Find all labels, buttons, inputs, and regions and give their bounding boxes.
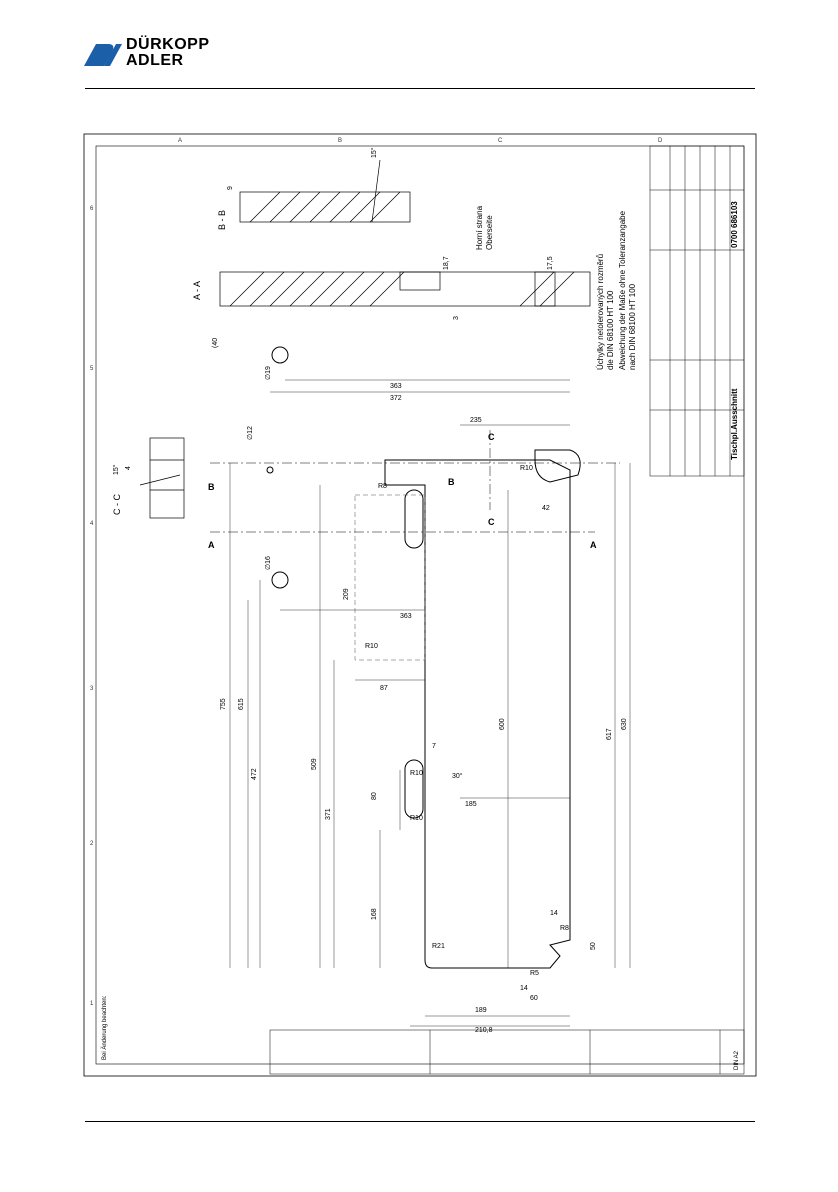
dim-509: 509 <box>311 758 318 770</box>
dim-50: 50 <box>590 942 597 950</box>
dim-371: 371 <box>325 808 332 820</box>
dim-615: 615 <box>238 698 245 710</box>
grid-col-5: 5 <box>90 366 94 372</box>
change-note: Bei Änderung beachten: <box>101 995 108 1060</box>
mark-a-top: A <box>208 540 215 550</box>
dim-14a: 14 <box>520 985 528 992</box>
section-bb-label: B - B <box>217 210 227 230</box>
section-aa-label: A - A <box>192 281 202 300</box>
dim-755: 755 <box>220 698 227 710</box>
drawing-frame-outer <box>83 133 757 1077</box>
dim-17-5: 17,5 <box>547 256 554 270</box>
dim-617: 617 <box>606 728 613 740</box>
part-number: 0700 686103 <box>730 201 739 248</box>
dim-19: ∅19 <box>265 366 272 380</box>
technical-drawing: 6 5 4 3 2 1 A B C D Tischpl.Ausschnitt 0… <box>83 133 757 1077</box>
brand-wordmark: DÜRKOPP ADLER <box>126 37 210 69</box>
section-cc <box>139 437 185 519</box>
radius-r10d: R10 <box>365 643 378 650</box>
dim-15deg-cc: 15° <box>112 464 120 475</box>
dim-363b: 363 <box>400 613 412 620</box>
header-rule <box>85 88 755 89</box>
dim-87: 87 <box>380 685 388 692</box>
dim-209: 209 <box>343 588 350 600</box>
dim-185: 185 <box>465 801 477 808</box>
grid-col-4: 4 <box>90 521 94 527</box>
dim-600: 600 <box>499 718 506 730</box>
dim-18-7: 18,7 <box>443 256 450 270</box>
dim-189: 189 <box>475 1007 487 1014</box>
part-title: Tischpl.Ausschnitt <box>730 388 739 460</box>
din-format: DIN A2 <box>734 1050 740 1070</box>
tolerance-cz-1: Úchylky netolerovaných rozměrů <box>596 254 605 370</box>
brand-line-1: DÜRKOPP <box>126 36 210 53</box>
dim-42: 42 <box>542 505 550 512</box>
dim-363a: 363 <box>390 383 402 390</box>
mark-c-top: C <box>488 432 495 442</box>
grid-row-c: C <box>498 138 503 144</box>
radius-r10c: R10 <box>520 465 533 472</box>
mark-b-top: B <box>208 482 215 492</box>
grid-col-6: 6 <box>90 206 94 212</box>
duerkopp-adler-logo-icon <box>84 44 122 66</box>
dim-3: 3 <box>453 316 460 320</box>
dim-14b: 14 <box>550 910 558 917</box>
grid-row-b: B <box>338 138 342 144</box>
drawing-frame-inner <box>95 145 745 1065</box>
mark-a-bottom: A <box>590 540 597 550</box>
mark-b-mid: B <box>448 477 455 487</box>
radius-r10b: R10 <box>410 815 423 822</box>
grid-col-2: 2 <box>90 841 94 847</box>
radius-r10a: R10 <box>410 770 423 777</box>
grid-row-a: A <box>178 138 182 144</box>
tolerance-de-2: nach DIN 68100 HT 100 <box>628 283 637 370</box>
dim-7: 7 <box>432 743 436 750</box>
dim-372: 372 <box>390 395 402 402</box>
tolerance-cz-2: dle DIN 68100 HT 100 <box>606 290 615 370</box>
section-cc-label: C - C <box>112 494 122 515</box>
revision-block <box>269 1029 745 1075</box>
mark-c-bottom: C <box>488 517 495 527</box>
footer-rule <box>85 1121 755 1122</box>
radius-r21: R21 <box>432 943 445 950</box>
cutout-outline <box>266 346 581 969</box>
title-block <box>649 145 745 477</box>
side-note-de: Oberseite <box>485 215 494 250</box>
dim-40: (40 <box>212 338 219 348</box>
brand-line-2: ADLER <box>126 52 184 69</box>
tolerance-de-1: Abweichung der Maße ohne Toleranzangabe <box>618 210 627 370</box>
dim-630: 630 <box>621 718 628 730</box>
section-bb <box>239 159 411 223</box>
page-header: DÜRKOPP ADLER <box>0 0 838 90</box>
grid-col-3: 3 <box>90 686 94 692</box>
dim-80: 80 <box>371 792 378 800</box>
grid-row-d: D <box>658 138 663 144</box>
dim-60: 60 <box>530 995 538 1002</box>
radius-r8b: R8 <box>560 925 569 932</box>
radius-r5: R5 <box>530 970 539 977</box>
dim-4-cc: 4 <box>125 466 132 470</box>
dim-168: 168 <box>371 908 378 920</box>
radius-r8: R8 <box>378 483 387 490</box>
dim-12: ∅12 <box>247 426 254 440</box>
dim-16: ∅16 <box>265 556 272 570</box>
grid-col-1: 1 <box>90 1001 94 1007</box>
dim-9: 9 <box>227 186 234 190</box>
dim-210: 210,8 <box>475 1027 493 1034</box>
dim-235: 235 <box>470 417 482 424</box>
side-note-cz: Horní strana <box>475 205 484 250</box>
dim-472: 472 <box>251 768 258 780</box>
dim-15deg-bb: 15° <box>370 147 378 158</box>
dim-30deg: 30° <box>452 772 463 780</box>
section-aa <box>219 271 591 307</box>
